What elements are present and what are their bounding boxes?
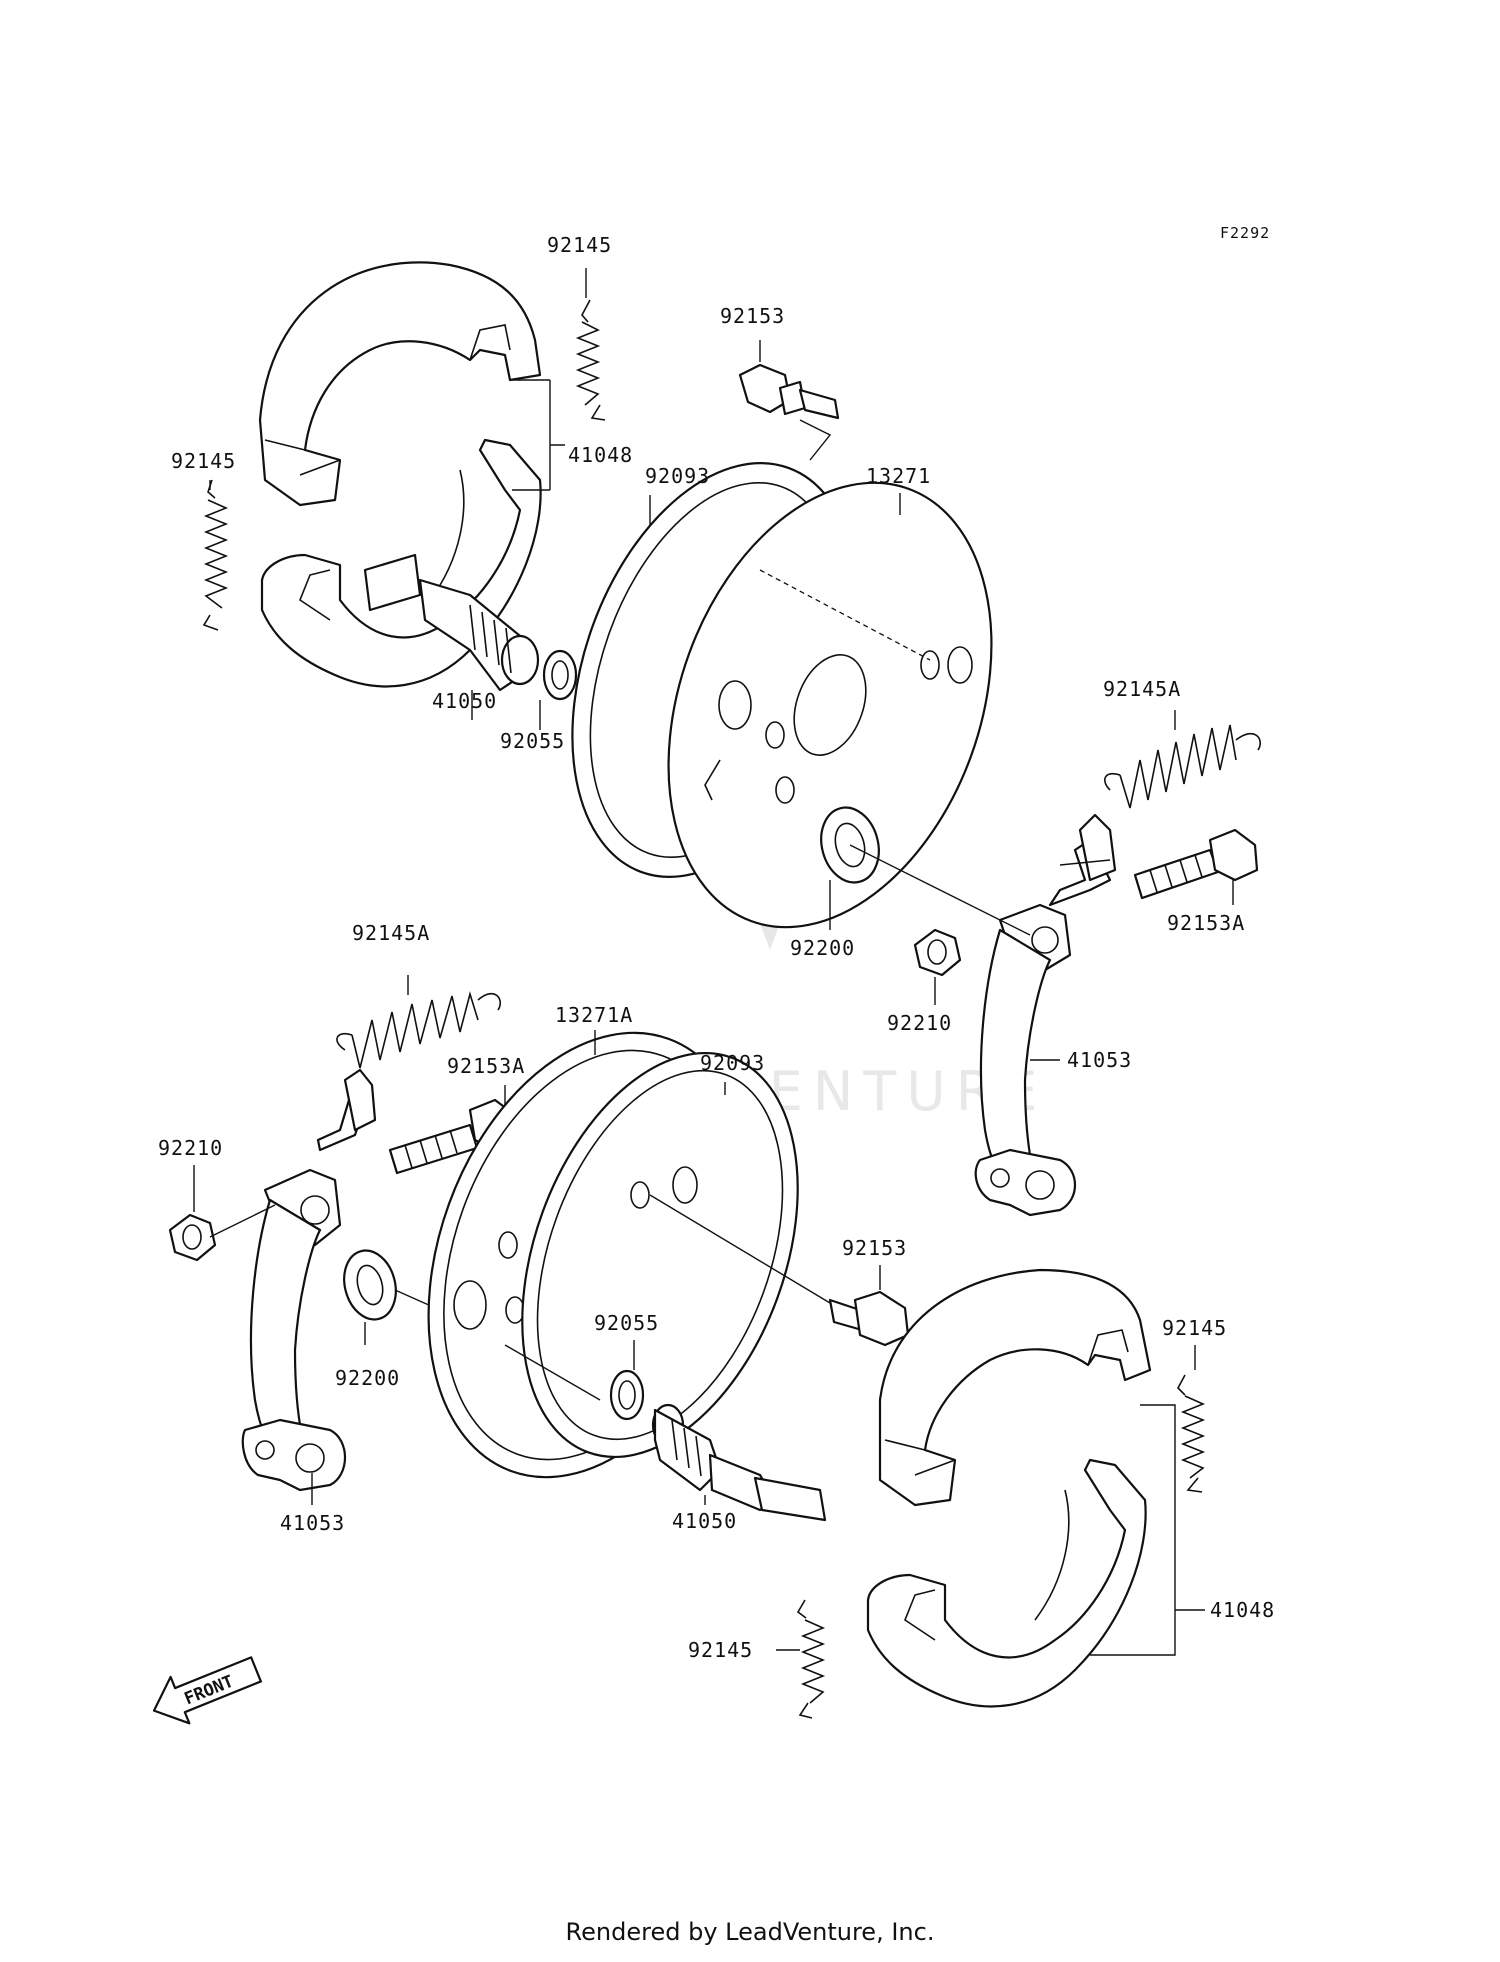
part-labels: 92145 92153 41048 92145 92093 13271 4105…	[158, 233, 1275, 1662]
label-41048-lower: 41048	[1210, 1598, 1275, 1622]
label-41053-upper: 41053	[1067, 1048, 1132, 1072]
label-92055-upper: 92055	[500, 729, 565, 753]
label-13271: 13271	[866, 464, 931, 488]
spring-92145-lower-right[interactable]	[1177, 1374, 1206, 1493]
label-92145A-lower: 92145A	[352, 921, 430, 945]
label-41050-lower: 41050	[672, 1509, 737, 1533]
label-92145-lower-left: 92145	[688, 1638, 753, 1662]
brake-cover-13271[interactable]	[610, 438, 1049, 973]
label-92153A-upper: 92153A	[1167, 911, 1245, 935]
bolt-92153A-upper[interactable]	[1133, 828, 1259, 900]
label-41048-upper: 41048	[568, 443, 633, 467]
cam-lever-41053-lower[interactable]	[241, 1068, 377, 1492]
washer-92200-lower[interactable]	[337, 1245, 403, 1326]
leader-line-bolt-upper	[1059, 859, 1111, 866]
label-41050-upper: 41050	[432, 689, 497, 713]
cam-lever-41053-upper[interactable]	[974, 813, 1117, 1217]
figure-code: F2292	[1220, 224, 1270, 242]
shaft-41050-lower[interactable]	[651, 1403, 827, 1522]
label-92153A-lower: 92153A	[447, 1054, 525, 1078]
bolt-92153-upper[interactable]	[738, 363, 840, 420]
shaft-41050-upper[interactable]	[363, 553, 540, 692]
label-92093-lower: 92093	[700, 1051, 765, 1075]
washer-92055-upper[interactable]	[542, 649, 578, 701]
label-92210-lower: 92210	[158, 1136, 223, 1160]
spring-92145-lower-left[interactable]	[796, 1599, 826, 1719]
brake-shoe-lower-top[interactable]	[878, 1268, 1152, 1507]
label-13271A: 13271A	[555, 1003, 633, 1027]
spring-92145A-lower[interactable]	[336, 991, 502, 1069]
label-92145-lower-right: 92145	[1162, 1316, 1227, 1340]
label-92210-upper: 92210	[887, 1011, 952, 1035]
nut-92210-lower[interactable]	[168, 1213, 217, 1262]
spring-92145-upper-left[interactable]	[202, 479, 229, 631]
brake-shoe-lower-bottom[interactable]	[866, 1458, 1147, 1708]
label-92145A-upper: 92145A	[1103, 677, 1181, 701]
bolt-92153-lower[interactable]	[828, 1290, 910, 1347]
label-92153-upper: 92153	[720, 304, 785, 328]
leader-line-washer-lever-upper	[849, 844, 1031, 936]
label-92200-upper: 92200	[790, 936, 855, 960]
label-92145-upper-left: 92145	[171, 449, 236, 473]
leader-line-shaft-lower	[504, 1344, 601, 1401]
leader-lines	[193, 268, 1234, 1656]
label-92093-upper: 92093	[645, 464, 710, 488]
label-92055-lower: 92055	[594, 1311, 659, 1335]
leader-line-bolt-92153-lower	[649, 1194, 851, 1316]
front-direction-arrow: FRONT	[152, 1656, 262, 1725]
brake-panel-92093-lower[interactable]	[471, 1015, 850, 1495]
brake-shoe-upper-top[interactable]	[258, 261, 542, 507]
label-92153-lower: 92153	[842, 1236, 907, 1260]
leader-line-nut-lower	[209, 1204, 276, 1238]
label-92200-lower: 92200	[335, 1366, 400, 1390]
washer-92055-lower[interactable]	[609, 1369, 645, 1421]
spring-92145A-upper[interactable]	[1104, 724, 1261, 809]
label-41053-lower: 41053	[280, 1511, 345, 1535]
footer-credit: Rendered by LeadVenture, Inc.	[565, 1918, 935, 1946]
nut-92210-upper[interactable]	[913, 928, 962, 977]
spring-92145-upper-right[interactable]	[575, 299, 606, 421]
label-92145-upper-right: 92145	[547, 233, 612, 257]
